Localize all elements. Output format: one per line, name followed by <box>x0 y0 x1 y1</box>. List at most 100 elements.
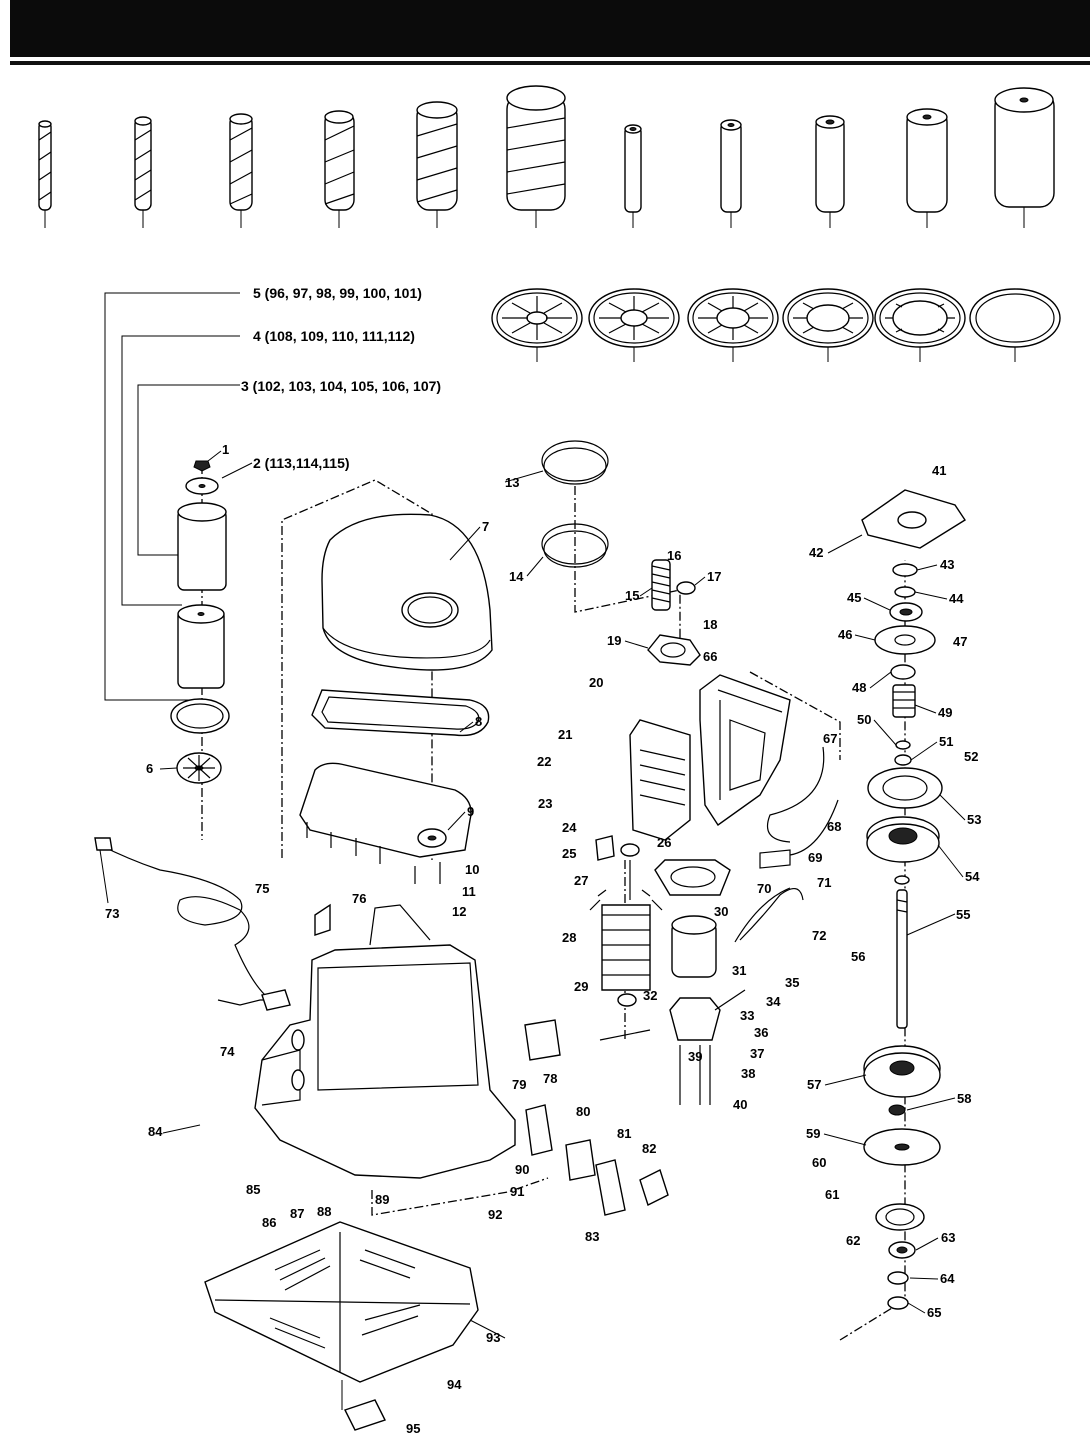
header-rule <box>10 61 1090 65</box>
part-label-24: 24 <box>562 820 577 835</box>
part-label-84: 84 <box>148 1124 163 1139</box>
part-label-72: 72 <box>812 928 826 943</box>
group-label-5: 5 (96, 97, 98, 99, 100, 101) <box>253 285 422 301</box>
part-label-81: 81 <box>617 1126 631 1141</box>
part-label-57: 57 <box>807 1077 821 1092</box>
part-label-25: 25 <box>562 846 576 861</box>
part-label-26: 26 <box>657 835 671 850</box>
part-label-76: 76 <box>352 891 366 906</box>
part-label-14: 14 <box>509 569 524 584</box>
part-label-90: 90 <box>515 1162 529 1177</box>
insert-6 <box>969 288 1061 362</box>
part-label-63: 63 <box>941 1230 955 1245</box>
part-label-82: 82 <box>642 1141 656 1156</box>
part-label-17: 17 <box>707 569 721 584</box>
plain-sleeve-1 <box>624 124 642 228</box>
part-label-74: 74 <box>220 1044 235 1059</box>
part-label-30: 30 <box>714 904 728 919</box>
part-label-91: 91 <box>510 1184 524 1199</box>
part-label-35: 35 <box>785 975 799 990</box>
part-label-52: 52 <box>964 749 978 764</box>
wires <box>734 746 839 943</box>
part-label-60: 60 <box>812 1155 826 1170</box>
part-label-58: 58 <box>957 1091 971 1106</box>
motor-internals <box>589 859 746 1105</box>
part-label-32: 32 <box>643 988 657 1003</box>
part-label-62: 62 <box>846 1233 860 1248</box>
part-label-65: 65 <box>927 1305 941 1320</box>
group-label-3: 3 (102, 103, 104, 105, 106, 107) <box>241 378 441 394</box>
part-label-34: 34 <box>766 994 781 1009</box>
part-number-labels: 1 6 7 8 9 10 11 12 13 14 15 16 17 18 19 … <box>105 442 981 1436</box>
part-label-53: 53 <box>967 812 981 827</box>
insert-3 <box>687 288 779 362</box>
part-label-61: 61 <box>825 1187 839 1202</box>
part-label-86: 86 <box>262 1215 276 1230</box>
part-label-49: 49 <box>938 705 952 720</box>
switch-parts <box>371 1019 669 1216</box>
part-label-27: 27 <box>574 873 588 888</box>
part-label-15: 15 <box>625 588 639 603</box>
insert-5 <box>874 288 966 362</box>
sleeve-6 <box>506 85 566 228</box>
part-label-11: 11 <box>462 884 476 899</box>
part-label-29: 29 <box>574 979 588 994</box>
part-label-36: 36 <box>754 1025 768 1040</box>
part-label-44: 44 <box>949 591 964 606</box>
part-label-31: 31 <box>732 963 746 978</box>
sleeve-1 <box>38 120 52 228</box>
part-label-23: 23 <box>538 796 552 811</box>
table-inserts-row <box>491 288 1061 362</box>
part-label-95: 95 <box>406 1421 420 1436</box>
part-label-1: 1 <box>222 442 229 457</box>
part-label-66: 66 <box>703 649 717 664</box>
part-label-51: 51 <box>939 734 953 749</box>
sleeve-4 <box>324 110 355 228</box>
sleeve-2 <box>134 116 152 228</box>
sleeve-3 <box>229 113 253 228</box>
part-label-20: 20 <box>589 675 603 690</box>
part-label-13: 13 <box>505 475 519 490</box>
part-label-78: 78 <box>543 1071 557 1086</box>
left-drum-stack <box>170 460 230 840</box>
part-label-8: 8 <box>475 714 482 729</box>
part-label-28: 28 <box>562 930 576 945</box>
part-label-22: 22 <box>537 754 551 769</box>
part-label-33: 33 <box>740 1008 754 1023</box>
group-leaders <box>104 292 253 701</box>
part-label-83: 83 <box>585 1229 599 1244</box>
part-label-42: 42 <box>809 545 823 560</box>
part-label-92: 92 <box>488 1207 502 1222</box>
part-label-6: 6 <box>146 761 153 776</box>
part-label-19: 19 <box>607 633 621 648</box>
part-label-56: 56 <box>851 949 865 964</box>
part-label-37: 37 <box>750 1046 764 1061</box>
part-label-18: 18 <box>703 617 717 632</box>
part-label-45: 45 <box>847 590 861 605</box>
part-label-16: 16 <box>667 548 681 563</box>
part-label-80: 80 <box>576 1104 590 1119</box>
part-label-39: 39 <box>688 1049 702 1064</box>
part-label-46: 46 <box>838 627 852 642</box>
part-label-47: 47 <box>953 634 967 649</box>
insert-1 <box>491 288 583 362</box>
part-label-59: 59 <box>806 1126 820 1141</box>
part-label-75: 75 <box>255 881 269 896</box>
part-label-54: 54 <box>965 869 980 884</box>
insert-2 <box>588 288 680 362</box>
sanding-sleeves-row <box>38 85 566 228</box>
plain-sleeves-row <box>624 87 1055 228</box>
insert-4 <box>782 288 874 362</box>
header-bar <box>10 0 1090 57</box>
oscillation-parts <box>647 559 701 666</box>
part-label-87: 87 <box>290 1206 304 1221</box>
part-label-9: 9 <box>467 804 474 819</box>
part-label-70: 70 <box>757 881 771 896</box>
part-label-40: 40 <box>733 1097 747 1112</box>
label-leaders <box>99 450 966 1339</box>
bottom-plate <box>204 1221 479 1431</box>
base-housing <box>94 837 516 1179</box>
plain-sleeve-5 <box>994 87 1055 228</box>
part-label-94: 94 <box>447 1377 462 1392</box>
